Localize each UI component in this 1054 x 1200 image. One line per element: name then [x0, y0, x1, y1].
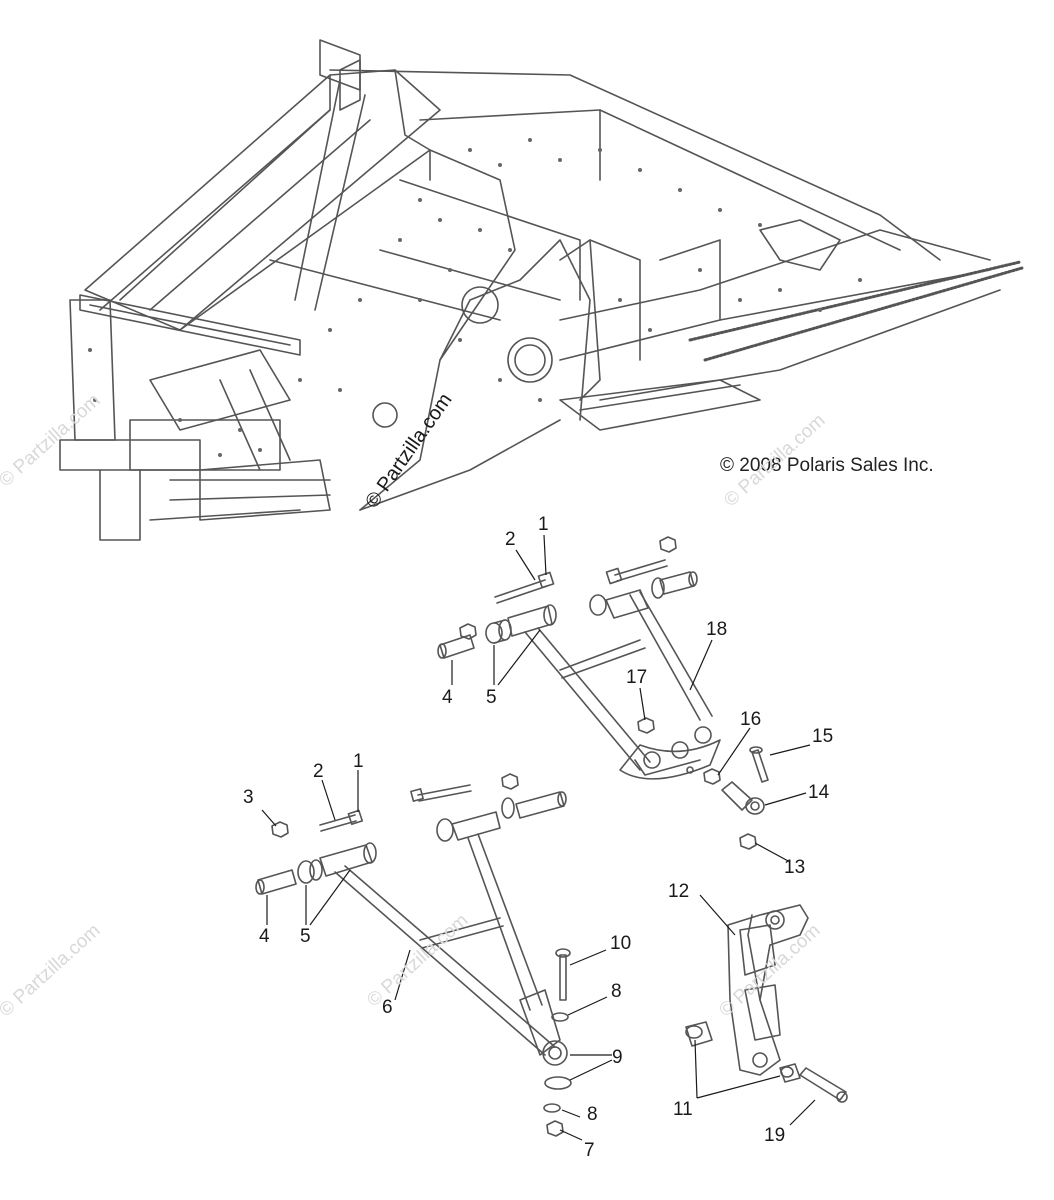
callout-19: 19 — [764, 1125, 786, 1146]
callout-18: 18 — [706, 619, 728, 640]
callout-10: 10 — [610, 933, 632, 954]
chassis-frame — [59, 39, 1024, 541]
callout-8-lower: 8 — [587, 1104, 598, 1125]
callout-4-lower: 4 — [259, 926, 270, 947]
callout-1-upper: 1 — [538, 514, 549, 535]
callout-13: 13 — [784, 857, 806, 878]
callout-12: 12 — [668, 881, 690, 902]
callout-5-lower: 5 — [300, 926, 311, 947]
callout-4-upper: 4 — [442, 687, 453, 708]
callout-7: 7 — [584, 1140, 595, 1161]
callout-1-lower: 1 — [353, 751, 364, 772]
callout-9: 9 — [612, 1047, 623, 1068]
frame-rivets — [88, 138, 862, 457]
callout-17: 17 — [626, 667, 648, 688]
upper-a-arm — [437, 536, 721, 780]
callout-5-upper: 5 — [486, 687, 497, 708]
copyright-notice: © 2008 Polaris Sales Inc. — [720, 455, 934, 476]
leader-lines — [261, 534, 816, 1141]
lower-a-arm — [255, 773, 572, 1137]
callout-15: 15 — [812, 726, 834, 747]
callout-14: 14 — [808, 782, 830, 803]
callout-3: 3 — [243, 787, 254, 808]
tie-rod-hardware — [703, 746, 769, 850]
callout-6: 6 — [382, 997, 393, 1018]
callout-2-lower: 2 — [313, 761, 324, 782]
callout-16: 16 — [740, 709, 762, 730]
callout-2-upper: 2 — [505, 529, 516, 550]
callout-11: 11 — [673, 1099, 693, 1120]
callout-8-upper: 8 — [611, 981, 622, 1002]
spindle — [685, 904, 848, 1103]
